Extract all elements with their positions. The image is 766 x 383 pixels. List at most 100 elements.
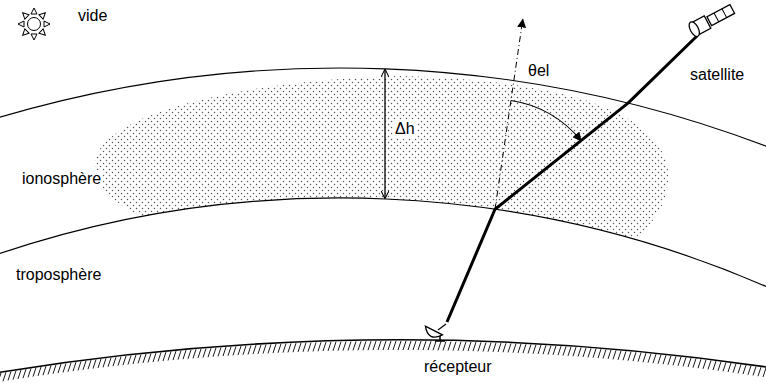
hatch-stroke [203,349,206,358]
hatch-stroke [363,341,366,350]
hatch-stroke [518,344,521,353]
hatch-stroke [208,348,211,357]
hatch-stroke [163,352,166,361]
hatch-stroke [268,344,271,353]
normal-line [495,19,523,209]
hatch-stroke [73,362,76,371]
hatch-stroke [198,349,201,358]
hatch-stroke [618,351,621,360]
sun-symbol [18,8,50,40]
region-label: ionosphère [20,170,103,188]
hatch-stroke [328,342,331,351]
hatch-stroke [193,349,196,358]
hatch-stroke [538,345,541,354]
hatch-stroke [628,352,631,361]
hatch-stroke [188,350,191,359]
hatch-stroke [743,365,746,374]
hatch-stroke [298,343,301,352]
sun-ray [21,11,29,19]
hatch-stroke [613,350,616,359]
hatch-stroke [38,367,41,376]
hatch-stroke [713,361,716,370]
hatch-stroke [53,365,56,374]
hatch-stroke [553,346,556,355]
hatch-stroke [263,345,266,354]
hatch-stroke [448,342,451,351]
hatch-stroke [278,344,281,353]
hatch-stroke [323,342,326,351]
hatch-stroke [138,354,141,363]
hatch-stroke [283,344,286,353]
satellite-label: satellite [688,66,746,84]
receiver-antenna [425,322,446,341]
hatch-stroke [533,345,536,354]
hatch-stroke [463,342,466,351]
hatch-stroke [588,348,591,357]
antenna-dish [425,322,443,340]
hatch-stroke [623,351,626,360]
hatch-stroke [318,342,321,351]
hatch-stroke [93,360,96,369]
hatch-stroke [103,358,106,367]
hatch-stroke [578,348,581,357]
hatch-stroke [58,364,61,373]
hatch-stroke [558,346,561,355]
hatch-stroke [308,343,311,352]
hatch-stroke [738,364,741,373]
hatch-stroke [708,360,711,369]
hatch-stroke [228,347,231,356]
hatch-stroke [13,371,16,380]
hatch-stroke [543,345,546,354]
hatch-stroke [693,359,696,368]
hatch-stroke [428,341,431,350]
dimension-label: Δh [393,120,417,138]
hatch-stroke [548,346,551,355]
hatch-stroke [183,350,186,359]
hatch-stroke [753,366,756,375]
hatch-stroke [373,341,376,350]
hatch-stroke [758,367,761,376]
hatch-stroke [408,341,411,350]
sun-ray [44,21,50,27]
hatch-stroke [358,341,361,350]
hatch-stroke [108,358,111,367]
hatch-stroke [593,349,596,358]
hatch-stroke [423,341,426,350]
hatch-stroke [528,344,531,353]
hatch-stroke [663,355,666,364]
hatch-stroke [153,353,156,362]
hatch-stroke [653,354,656,363]
hatch-stroke [343,342,346,351]
hatch-stroke [458,342,461,351]
hatch-stroke [688,358,691,367]
hatch-stroke [728,363,731,372]
hatch-stroke [23,369,26,378]
hatch-stroke [288,343,291,352]
angle-arc [511,100,581,140]
hatch-stroke [748,366,751,375]
hatch-stroke [253,345,256,354]
region-label: troposphère [14,266,103,284]
hatch-stroke [418,341,421,350]
hatch-stroke [258,345,261,354]
hatch-stroke [733,364,736,373]
ionosphere-bottom-boundary [0,198,766,289]
panel-line [722,9,727,18]
hatch-stroke [238,346,241,355]
hatch-stroke [478,342,481,351]
hatch-stroke [213,348,216,357]
hatch-stroke [583,348,586,357]
hatch-stroke [48,365,51,374]
hatch-stroke [488,343,491,352]
hatch-stroke [303,343,306,352]
hatch-stroke [718,362,721,371]
ionosphere-dots [95,76,668,262]
sun-ray [18,21,24,27]
hatch-stroke [368,341,371,350]
hatch-stroke [8,371,11,380]
hatch-stroke [483,342,486,351]
hatch-stroke [43,366,46,375]
hatch-stroke [453,342,456,351]
hatch-stroke [393,341,396,350]
hatch-stroke [573,347,576,356]
